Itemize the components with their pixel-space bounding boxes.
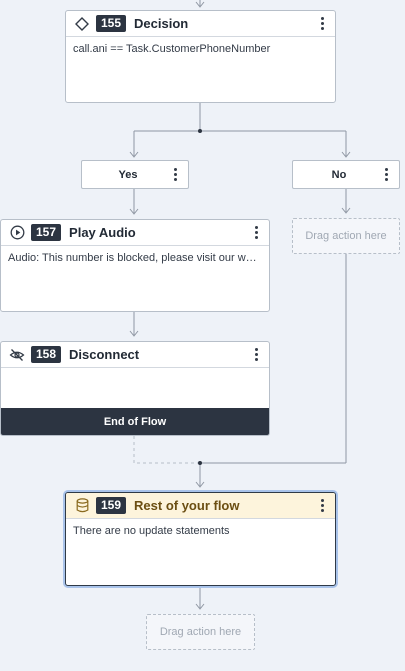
branch-no[interactable]: No xyxy=(292,160,400,189)
play-circle-icon xyxy=(9,225,25,241)
drop-target-no-branch[interactable]: Drag action here xyxy=(292,218,400,254)
more-options-icon[interactable] xyxy=(249,224,263,242)
decision-header: 155 Decision xyxy=(66,11,335,37)
more-options-icon[interactable] xyxy=(249,346,263,364)
update-statements-text: There are no update statements xyxy=(73,525,230,537)
node-title: Disconnect xyxy=(69,347,140,362)
rest-of-flow-header: 159 Rest of your flow xyxy=(66,493,335,519)
end-of-flow-label: End of Flow xyxy=(1,408,269,435)
node-title: Decision xyxy=(134,16,189,31)
play-audio-card[interactable]: 157 Play Audio Audio: This number is blo… xyxy=(0,219,270,312)
more-options-icon[interactable] xyxy=(315,15,329,33)
more-options-icon[interactable] xyxy=(168,166,182,184)
more-options-icon[interactable] xyxy=(315,497,329,515)
branch-label: Yes xyxy=(118,168,138,181)
node-title: Rest of your flow xyxy=(134,498,240,513)
node-number: 155 xyxy=(96,15,127,32)
node-title: Play Audio xyxy=(69,225,136,240)
branch-label: No xyxy=(331,168,347,181)
disconnect-card[interactable]: 158 Disconnect End of Flow xyxy=(0,341,270,436)
more-options-icon[interactable] xyxy=(379,166,393,184)
disconnect-header: 158 Disconnect xyxy=(1,342,269,368)
decision-card[interactable]: 155 Decision call.ani == Task.CustomerPh… xyxy=(65,10,336,103)
decision-expression: call.ani == Task.CustomerPhoneNumber xyxy=(73,43,271,55)
node-number: 158 xyxy=(31,346,62,363)
node-number: 157 xyxy=(31,224,62,241)
branch-yes[interactable]: Yes xyxy=(81,160,189,189)
diamond-icon xyxy=(74,16,90,32)
audio-description: Audio: This number is blocked, please vi… xyxy=(8,252,269,264)
play-audio-header: 157 Play Audio xyxy=(1,220,269,246)
rest-of-flow-card[interactable]: 159 Rest of your flow There are no updat… xyxy=(65,492,336,586)
database-icon xyxy=(74,498,90,514)
disconnect-icon xyxy=(9,347,25,363)
node-number: 159 xyxy=(96,497,127,514)
drop-target-bottom[interactable]: Drag action here xyxy=(146,614,255,650)
